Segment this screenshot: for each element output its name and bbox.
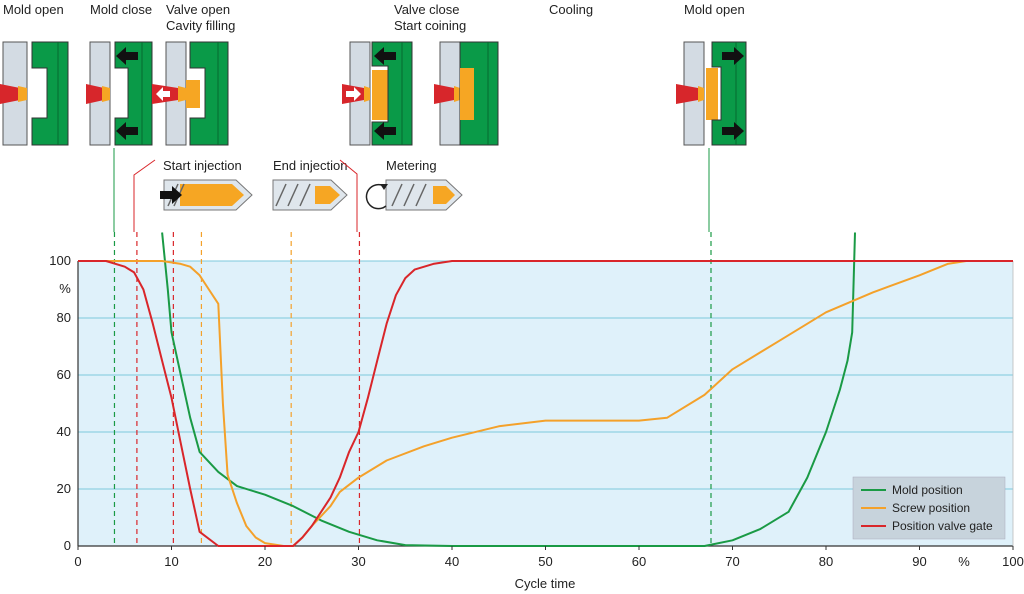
x-unit-label: %: [958, 554, 970, 569]
x-tick-label: 60: [632, 554, 646, 569]
valve-close-icon: [342, 41, 413, 146]
rotation-arrow-icon: [365, 183, 387, 210]
x-tick-label: 80: [819, 554, 833, 569]
phase-label-mold-open: Mold open: [3, 2, 64, 17]
screw-label-start-injection: Start injection: [163, 158, 242, 173]
x-tick-label: 0: [74, 554, 81, 569]
screw-injection-icon: [160, 179, 253, 211]
x-tick-label: 20: [258, 554, 272, 569]
mold-close-icon: [86, 41, 153, 146]
legend: Mold position Screw position Position va…: [852, 476, 1006, 540]
y-tick-label: 40: [57, 424, 71, 439]
y-tick-label: 60: [57, 367, 71, 382]
legend-mold-position: Mold position: [892, 483, 963, 497]
phase-label-mold-close: Mold close: [90, 2, 152, 17]
y-tick-label: 80: [57, 310, 71, 325]
legend-position-valve-gate: Position valve gate: [892, 519, 993, 533]
phase-label-cavity-filling: Cavity filling: [166, 18, 235, 33]
mold-open-icon: [0, 41, 69, 146]
screw-metering-icon: [365, 179, 463, 211]
series-line-valve: [78, 260, 1013, 547]
phase-label-cooling: Cooling: [549, 2, 593, 17]
screw-label-metering: Metering: [386, 158, 437, 173]
legend-screw-position: Screw position: [892, 501, 970, 515]
x-tick-label: 30: [351, 554, 365, 569]
mold-cooling-icon: [434, 41, 499, 146]
phase-label-valve-close: Valve close: [394, 2, 460, 17]
x-tick-label: 70: [725, 554, 739, 569]
mold-open-final-icon: [676, 41, 747, 146]
x-tick-label: 40: [445, 554, 459, 569]
phase-label-valve-open: Valve open: [166, 2, 230, 17]
phase-label-start-coining: Start coining: [394, 18, 466, 33]
valve-open-icon: [152, 41, 229, 146]
screw-label-end-injection: End injection: [273, 158, 347, 173]
series-line-mold: [161, 232, 856, 547]
y-unit-label: %: [59, 281, 71, 296]
chart: 0 20 40 60 80 100 0 10 20 30 40 50 60 70 80 90 100 % % C…: [49, 232, 1024, 591]
phase-label-mold-open-final: Mold open: [684, 2, 745, 17]
y-tick-label: 20: [57, 481, 71, 496]
x-axis-label: Cycle time: [515, 576, 576, 591]
x-tick-label: 50: [538, 554, 552, 569]
y-tick-label: 100: [49, 253, 71, 268]
y-tick-label: 0: [64, 538, 71, 553]
series-line-screw: [78, 260, 1013, 547]
screw-end-icon: [272, 179, 348, 211]
x-tick-label: 90: [912, 554, 926, 569]
x-tick-label: 100: [1002, 554, 1024, 569]
x-tick-label: 10: [164, 554, 178, 569]
